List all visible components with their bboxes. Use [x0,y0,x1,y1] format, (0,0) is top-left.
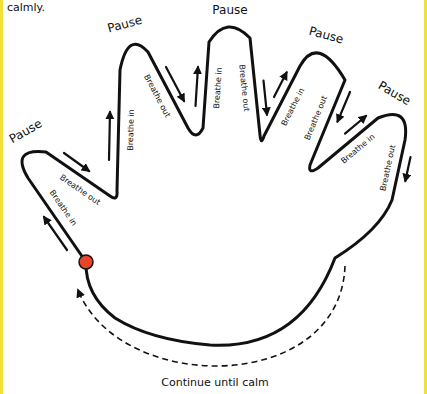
up-arrow [274,73,287,98]
heading-fragment: calmly. [7,2,45,15]
hand-outline [22,27,406,345]
down-arrow [405,157,410,181]
frame-bar [424,0,427,394]
up-arrow [109,112,110,160]
pause-label: Pause [307,25,345,47]
direction-arrows [44,67,411,250]
breath-label: Breathe in [212,67,224,109]
start-dot [79,255,93,269]
down-arrow [264,81,268,115]
breath-label: Breathe in [126,109,136,151]
breath-label: Breathe out [237,64,251,112]
frame-bar [0,0,3,394]
instruction-label: Continue until calm [161,377,268,390]
continue-dashed-arrow [78,266,345,366]
down-arrow [64,153,89,171]
up-arrow [44,217,67,250]
up-arrow [345,116,366,134]
up-arrow [196,67,199,106]
pause-label: Pause [375,79,412,109]
breath-label: Breathe in [47,188,78,227]
breath-label: Breathe out [378,144,397,192]
pause-label: Pause [212,4,247,18]
down-arrow [338,92,351,122]
pause-label: Pause [7,117,44,147]
breath-label: Breathe in [339,132,377,166]
breath-label: Breathe in [279,86,306,127]
breath-label: Breathe out [142,73,172,119]
breath-label: Breathe out [303,94,329,141]
pause-label: Pause [106,14,144,36]
down-arrow [166,67,184,101]
